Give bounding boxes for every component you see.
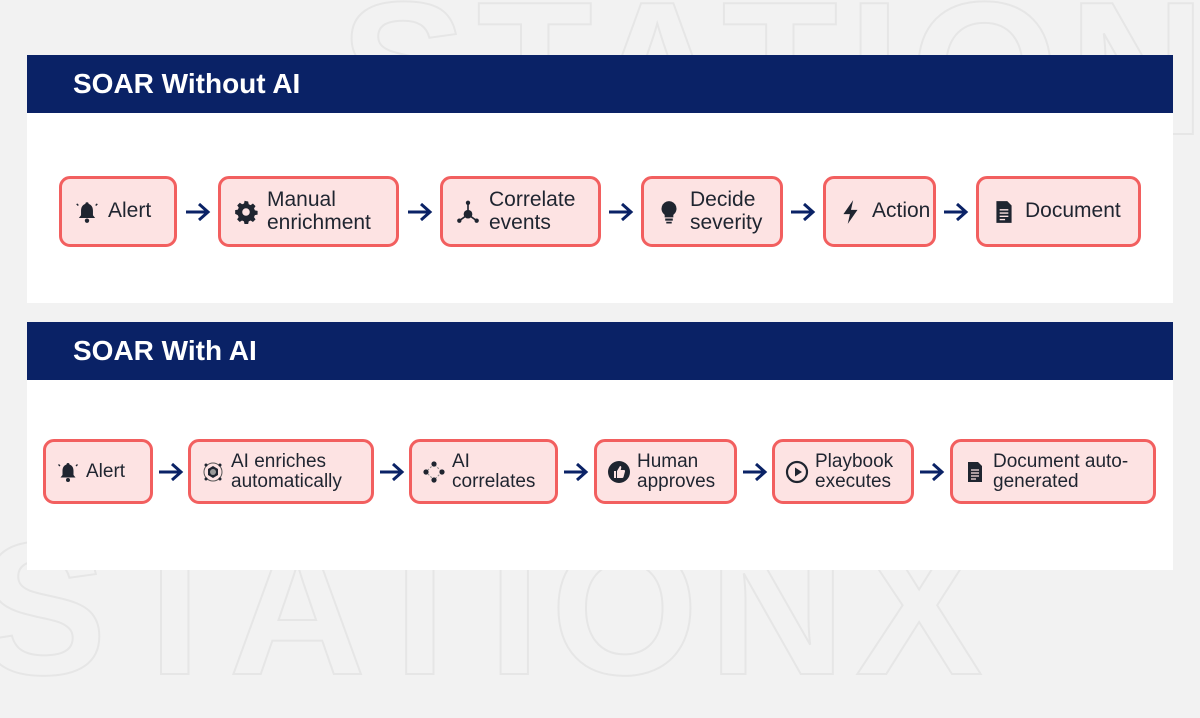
step-alert: Alert (59, 176, 177, 247)
step-document-auto-generated: Document auto-generated (950, 439, 1156, 504)
step-label: Action (872, 199, 931, 223)
step-label: Correlate events (489, 188, 576, 234)
with-ai-header: SOAR With AI (27, 322, 1173, 380)
bell-icon (74, 199, 100, 225)
step-label: AI enriches automatically (231, 450, 342, 492)
step-action: Action (823, 176, 936, 247)
arrow-right-icon (562, 462, 590, 482)
step-document: Document (976, 176, 1141, 247)
step-label: Alert (108, 199, 152, 223)
step-label: Alert (86, 460, 126, 482)
ai-chip-icon (201, 460, 225, 484)
gear-icon (233, 199, 259, 225)
arrow-right-icon (741, 462, 769, 482)
step-human-approves: Human approves (594, 439, 737, 504)
lightbulb-icon (656, 199, 682, 225)
arrow-right-icon (789, 202, 817, 222)
thumbs-up-icon (607, 460, 631, 484)
network-icon (455, 199, 481, 225)
step-ai-correlates: AI correlates (409, 439, 558, 504)
arrow-right-icon (157, 462, 185, 482)
arrow-right-icon (918, 462, 946, 482)
arrow-right-icon (378, 462, 406, 482)
document-icon (991, 199, 1017, 225)
step-ai-enriches-automatically: AI enriches automatically (188, 439, 374, 504)
step-label: Document (1025, 199, 1121, 223)
lightning-icon (838, 199, 864, 225)
step-correlate-events: Correlate events (440, 176, 601, 247)
step-label: Playbook executes (815, 450, 894, 492)
bell-icon (56, 460, 80, 484)
arrow-right-icon (607, 202, 635, 222)
step-playbook-executes: Playbook executes (772, 439, 914, 504)
step-label: Human approves (637, 450, 716, 492)
arrow-right-icon (406, 202, 434, 222)
step-label: AI correlates (452, 450, 536, 492)
without-ai-header: SOAR Without AI (27, 55, 1173, 113)
nodes-icon (422, 460, 446, 484)
step-label: Manual enrichment (267, 188, 371, 234)
step-manual-enrichment: Manual enrichment (218, 176, 399, 247)
step-label: Document auto-generated (993, 450, 1129, 492)
arrow-right-icon (942, 202, 970, 222)
step-alert: Alert (43, 439, 153, 504)
play-icon (785, 460, 809, 484)
step-label: Decide severity (690, 188, 763, 234)
arrow-right-icon (184, 202, 212, 222)
document-icon (963, 460, 987, 484)
step-decide-severity: Decide severity (641, 176, 783, 247)
